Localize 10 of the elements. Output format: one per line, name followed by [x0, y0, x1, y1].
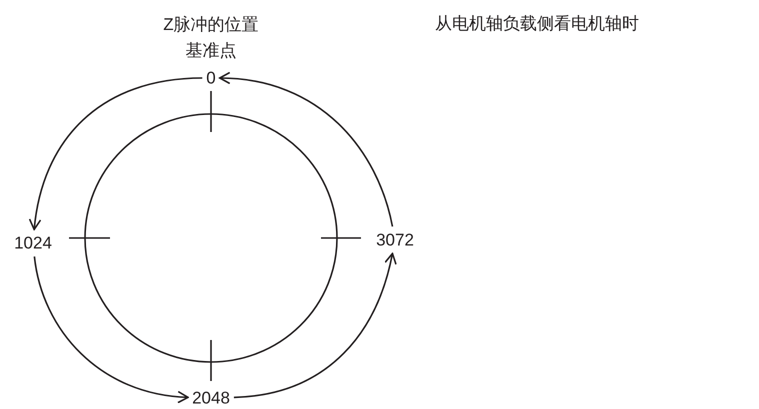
rotation-arrow — [34, 256, 189, 403]
position-value: 2048 — [192, 388, 230, 408]
position-value: 3072 — [376, 230, 414, 250]
reference-point-caption: Z脉冲的位置基准点 — [162, 14, 260, 62]
position-value: 0 — [206, 68, 216, 88]
position-value: 1024 — [14, 234, 52, 252]
rotation-arrow — [234, 252, 396, 398]
viewing-note: 从电机轴负载侧看电机轴时 — [435, 13, 639, 35]
rotation-arrow — [218, 72, 394, 227]
rotation-arrow — [29, 77, 202, 230]
